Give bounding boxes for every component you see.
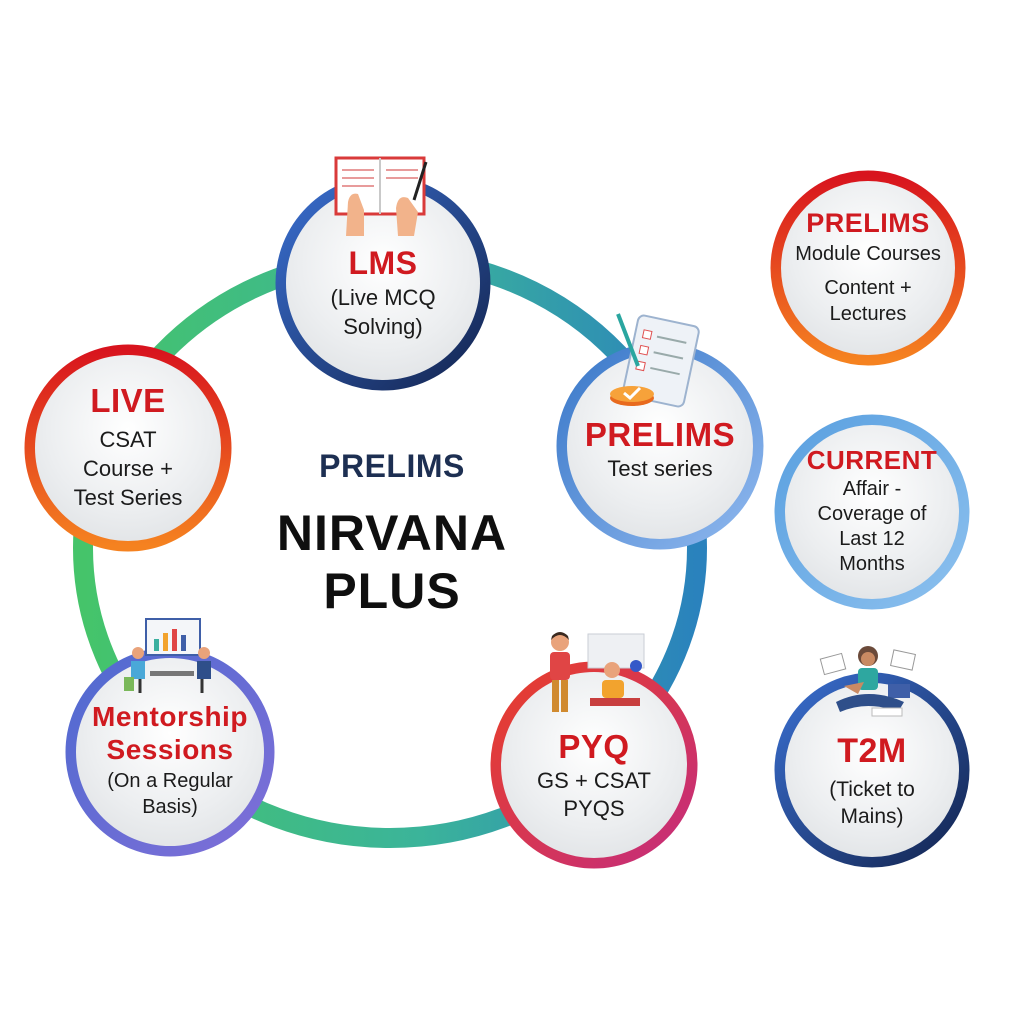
center-title-line1: NIRVANA <box>276 505 508 561</box>
current-node: CURRENT Affair - Coverage of Last 12 Mon… <box>785 425 959 599</box>
teacher-student-icon <box>550 632 645 712</box>
prelims-module-title: PRELIMS <box>806 207 930 238</box>
mentorship-line-1: (On a Regular <box>107 770 233 793</box>
pyq-title: PYQ <box>558 728 630 766</box>
prelims-test-title: PRELIMS <box>584 416 736 454</box>
prelims-module-line-1: Module Courses <box>795 243 941 266</box>
notebook-writing-icon <box>334 156 428 236</box>
current-line-2: Coverage of <box>817 502 927 525</box>
center-title-line2: PLUS <box>323 562 461 619</box>
t2m-title: T2M <box>837 731 907 770</box>
current-line-3: Last 12 <box>839 527 905 550</box>
t2m-line-2: Mains) <box>840 804 904 828</box>
prelims-module-node: PRELIMS Module Courses Content + Lecture… <box>781 181 955 355</box>
mentorship-line-2: Basis) <box>142 796 198 819</box>
live-title: LIVE <box>90 381 166 419</box>
prelims-module-line-2: Content + <box>824 277 912 300</box>
live-line-3: Test Series <box>73 484 183 510</box>
mentorship-title-2: Sessions <box>106 734 234 765</box>
pyq-line-2: PYQS <box>563 796 625 822</box>
t2m-line-1: (Ticket to <box>829 777 915 801</box>
live-line-1: CSAT <box>99 427 157 453</box>
live-node: LIVE CSAT Course + Test Series <box>35 355 221 541</box>
pyq-node: PYQ GS + CSAT PYQS <box>501 672 687 858</box>
current-title: CURRENT <box>806 445 938 476</box>
mentorship-title-1: Mentorship <box>92 700 248 732</box>
lms-title: LMS <box>348 244 418 281</box>
center-subtitle: PRELIMS <box>319 448 465 484</box>
checklist-clipboard-icon <box>610 313 700 408</box>
current-circle-border <box>774 414 970 610</box>
mentorship-node: Mentorship Sessions (On a Regular Basis) <box>76 658 264 846</box>
prelims-module-circle-border <box>770 170 966 366</box>
live-line-2: Course + <box>83 456 173 482</box>
current-line-4: Months <box>839 552 905 575</box>
lms-node: LMS (Live MCQ Solving) <box>286 186 480 380</box>
prelims-test-line-1: Test series <box>607 456 713 482</box>
lms-line-2: Solving) <box>343 313 423 339</box>
prelims-module-line-3: Lectures <box>829 303 907 326</box>
student-reading-icon <box>819 646 917 717</box>
lms-line-1: (Live MCQ <box>330 285 436 311</box>
center-title: NIRVANA PLUS <box>230 505 554 620</box>
live-circle-border <box>24 344 232 552</box>
current-line-1: Affair - <box>842 477 902 500</box>
meeting-presentation-icon <box>124 618 211 693</box>
pyq-line-1: GS + CSAT <box>537 767 651 793</box>
